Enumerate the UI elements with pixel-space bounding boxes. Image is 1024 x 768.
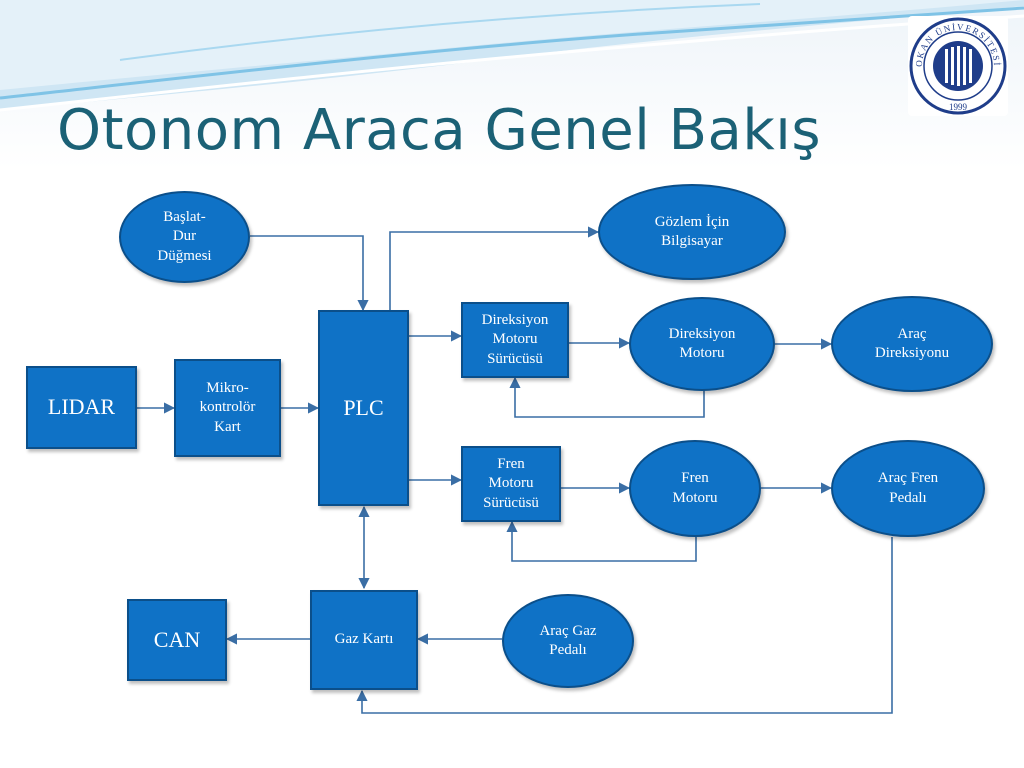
header-wave-light [0, 0, 1024, 90]
university-seal-icon: OKAN ÜNİVERSİTESİ 1999 [909, 17, 1007, 115]
start-stop-button-node: Başlat- Dur Düğmesi [119, 191, 250, 283]
vehicle-steering-node: Araç Direksiyonu [831, 296, 993, 392]
brake-motor-node: Fren Motoru [629, 440, 761, 537]
header-wave-line-1 [0, 6, 1024, 100]
steering-motor-node: Direksiyon Motoru [629, 297, 775, 391]
observer-computer-node: Gözlem İçin Bilgisayar [598, 184, 786, 280]
throttle-card-node: Gaz Kartı [310, 590, 418, 690]
arrow-plc-to-observer [389, 226, 600, 310]
throttle-pedal-node: Araç Gaz Pedalı [502, 594, 634, 688]
slide-title: Otonom Araca Genel Bakış [57, 98, 822, 163]
logo-year: 1999 [949, 102, 968, 112]
can-node: CAN [127, 599, 227, 681]
university-logo: OKAN ÜNİVERSİTESİ 1999 [908, 16, 1008, 116]
arrow-start-to-plc [250, 235, 369, 312]
microcontroller-node: Mikro- kontrolör Kart [174, 359, 281, 457]
lidar-node: LIDAR [26, 366, 137, 449]
brake-pedal-node: Araç Fren Pedalı [831, 440, 985, 537]
header-wave-line-3 [119, 3, 761, 61]
brake-motor-driver-node: Fren Motoru Sürücüsü [461, 446, 561, 522]
arrow-steering-feedback [509, 376, 705, 418]
arrow-brake-feedback [506, 520, 697, 562]
steering-motor-driver-node: Direksiyon Motoru Sürücüsü [461, 302, 569, 378]
arrow-brake-pedal-to-throttle-card [356, 537, 893, 714]
plc-node: PLC [318, 310, 409, 506]
